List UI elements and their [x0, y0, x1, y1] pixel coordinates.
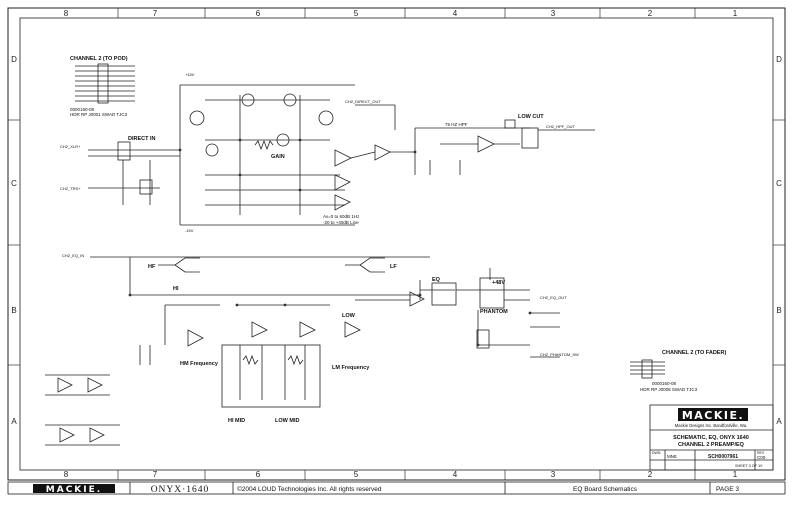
label-channel-to-fader: CHANNEL 2 (TO FADER) — [662, 350, 726, 356]
rev-value: C00 — [757, 455, 766, 460]
label-hdr-pod: HDR RP J0001 SWAD TJC3 — [70, 112, 128, 117]
col-label-bottom: 3 — [551, 470, 556, 479]
col-label-top: 8 — [64, 9, 69, 18]
footer-page: PAGE 3 — [716, 486, 739, 493]
title-block — [649, 404, 774, 471]
label-channel-to-pod: CHANNEL 2 (TO POD) — [70, 56, 128, 62]
grid-ticks — [8, 8, 785, 480]
col-label-bottom: 6 — [256, 470, 261, 479]
label-hf: HF — [148, 264, 156, 270]
label-direct-out: CH2_DIRECT_OUT — [345, 99, 381, 104]
label-phantom-sw: CH2_PHANTOM_SW — [540, 352, 579, 357]
component-markers — [128, 138, 532, 347]
footer-strip — [7, 481, 786, 495]
footer-logo-box — [33, 484, 115, 493]
dwg-number: SCH0007961 — [708, 454, 738, 460]
row-label-left: B — [11, 306, 16, 315]
label-eq: EQ — [432, 277, 441, 283]
label-low: LOW — [342, 313, 356, 319]
col-label-top: 2 — [648, 9, 653, 18]
row-label-left: C — [11, 179, 17, 188]
company-name: Mackie Designs Inc. Bandfordville, Wa. — [675, 423, 747, 428]
row-label-right: D — [776, 55, 782, 64]
row-label-right: B — [776, 306, 781, 315]
mackie-logo-box — [678, 408, 748, 421]
label-hdr-fader: HDR RP J0008 SWAD TJC3 — [640, 387, 698, 392]
drawn-label: DWN — [652, 451, 661, 455]
label-plus48: +48V — [492, 280, 505, 286]
footer-product: ONYX·1640 — [151, 485, 210, 495]
rev-label: REV — [757, 451, 765, 455]
col-label-top: 6 — [256, 9, 261, 18]
col-label-top: 4 — [453, 9, 458, 18]
label-eq-in: CH2_EQ_IN — [62, 253, 84, 258]
label-lm-frequency: LM Frequency — [332, 365, 370, 371]
outer-frame — [7, 7, 786, 481]
label-hm-frequency: HM Frequency — [180, 361, 219, 367]
label-direct-in: DIRECT IN — [128, 136, 156, 142]
label-hpf: 75 HZ HPF — [445, 122, 468, 127]
label-gain-note: Av=0 to 60dB 1Hz — [323, 214, 360, 219]
col-label-bottom: 4 — [453, 470, 458, 479]
label-hi-mid: HI MID — [228, 418, 245, 424]
row-label-right: A — [776, 417, 782, 426]
label-hpf-out: CH2_HPF_OUT — [546, 124, 575, 129]
label-minus15: -15V — [185, 228, 194, 233]
col-label-top: 3 — [551, 9, 556, 18]
col-label-bottom: 2 — [648, 470, 653, 479]
label-gain: GAIN — [271, 154, 285, 160]
row-label-right: C — [776, 179, 782, 188]
label-hi: HI — [173, 286, 179, 292]
label-part-fader: 0000160-08 — [652, 381, 677, 386]
mackie-logo: MACKIE. — [682, 409, 744, 422]
row-label-left: A — [11, 417, 17, 426]
label-xlr: CH2_XLR+ — [60, 144, 81, 149]
col-label-bottom: 5 — [354, 470, 359, 479]
title-line-1: SCHEMATIC, EQ, ONYX 1640 — [673, 435, 749, 441]
label-phantom: PHANTOM — [480, 309, 508, 315]
footer-doc-title: EQ Board Schematics — [573, 486, 638, 493]
footer-mackie-logo: MACKIE. — [46, 485, 102, 495]
inner-frame — [19, 17, 774, 471]
label-gain-note: -20 to +40dB Line — [323, 220, 359, 225]
col-label-bottom: 7 — [153, 470, 158, 479]
label-low-mid: LOW MID — [275, 418, 299, 424]
sheet-number: SHEET 3 OF 10 — [735, 464, 762, 468]
row-label-left: D — [11, 55, 17, 64]
footer-copyright: ©2004 LOUD Technologies Inc. All rights … — [237, 485, 382, 493]
col-label-bottom: 1 — [733, 470, 738, 479]
label-eq-out: CH2_EQ_OUT — [540, 295, 567, 300]
title-line-2: CHANNEL 2 PREAMP/EQ — [678, 442, 745, 448]
col-label-bottom: 8 — [64, 470, 69, 479]
col-label-top: 1 — [733, 9, 738, 18]
label-hdr-pod: 0000150-08 — [70, 107, 95, 112]
label-low-cut: LOW CUT — [518, 114, 544, 120]
col-label-top: 7 — [153, 9, 158, 18]
label-lf: LF — [390, 264, 397, 270]
col-label-top: 5 — [354, 9, 359, 18]
label-plus15: +15V — [185, 72, 195, 77]
drawn-value: MNE — [667, 454, 677, 459]
label-trs: CH2_TRS+ — [60, 186, 81, 191]
circuit-wiring — [45, 63, 665, 446]
